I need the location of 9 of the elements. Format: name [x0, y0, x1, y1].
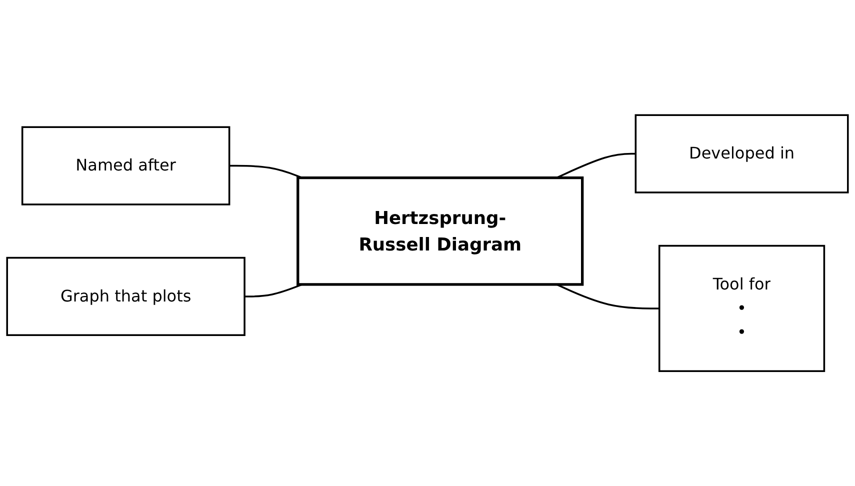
node-box: Hertzsprung-Russell Diagram — [296, 176, 584, 286]
connector — [556, 152, 636, 178]
connector — [244, 284, 303, 298]
node-box: Named after — [21, 126, 230, 206]
node-box: Developed in — [634, 114, 849, 194]
node-box: Graph that plots — [6, 256, 246, 336]
connector — [229, 164, 303, 178]
node-box: Tool for • • — [658, 244, 826, 372]
connector — [556, 284, 660, 310]
